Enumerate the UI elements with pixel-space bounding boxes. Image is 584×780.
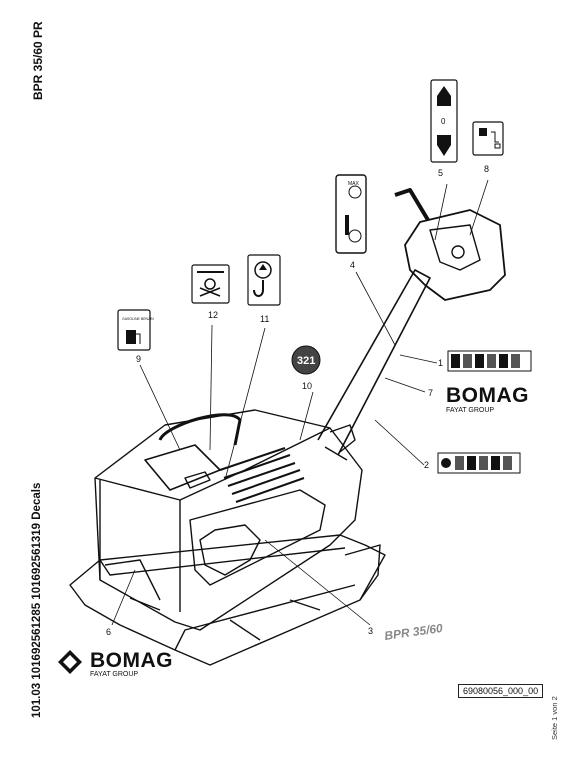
machine-side-text: BPR 35/60 [383, 621, 443, 643]
brand-group-label: FAYAT GROUP [90, 671, 139, 678]
decal-fuel [117, 309, 151, 351]
decal-warning-1 [447, 350, 532, 372]
guide-handle-shaft [317, 269, 431, 456]
noise-db-label: 321 [297, 355, 315, 367]
bomag-brand-logo: BOMAG FAYAT GROUP [58, 645, 173, 679]
callout-10: 10 [302, 381, 313, 391]
bomag-wordmark: BOMAG [446, 384, 529, 407]
callout-9: 9 [136, 354, 142, 364]
callout-7: 7 [428, 388, 434, 398]
fuel-label: GASOLINE BENZIN [122, 317, 154, 321]
fayat-group-label: FAYAT GROUP [446, 407, 495, 414]
callout-4: 4 [350, 260, 356, 270]
decal-warning-2 [437, 452, 521, 474]
callout-8: 8 [484, 164, 490, 174]
decal-control-symbol [472, 121, 504, 156]
callout-3: 3 [368, 626, 374, 636]
drawing-number: 69080056_000_00 [458, 684, 544, 698]
fuel-lid [144, 444, 221, 491]
decal-speed [335, 174, 367, 254]
decal-lifting [247, 254, 281, 306]
callout-5: 5 [438, 168, 444, 178]
decal-throttle [430, 79, 458, 163]
callout-6: 6 [106, 627, 112, 637]
bomag-logo-mark [58, 650, 82, 674]
speed-max-label: MAX [348, 181, 360, 187]
brand-wordmark: BOMAG [90, 649, 173, 672]
callout-1: 1 [438, 358, 444, 368]
decal-tie-down [191, 264, 230, 304]
callout-2: 2 [424, 460, 430, 470]
throttle-zero-label: 0 [441, 117, 446, 126]
callout-11: 11 [260, 314, 270, 324]
guide-handle-head [404, 209, 506, 301]
decal-bomag-logo: BOMAG FAYAT GROUP [446, 385, 536, 414]
decal-sound-power [291, 345, 321, 375]
callout-12: 12 [208, 310, 219, 320]
